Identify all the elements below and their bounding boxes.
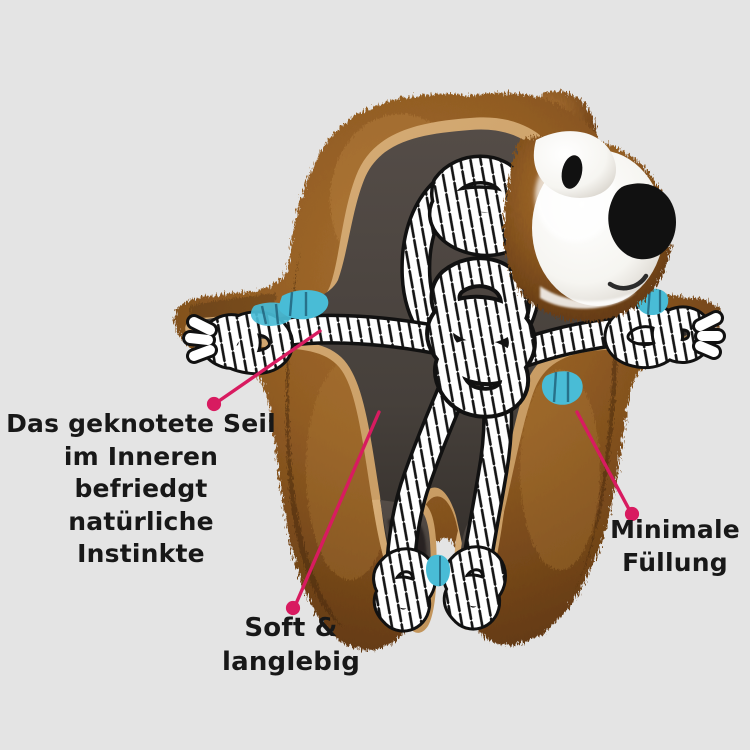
stuffing-left-leg: [426, 554, 450, 587]
callout-label-rope: Das geknotete Seil im Inneren befriedgt …: [6, 409, 276, 568]
nose: [608, 183, 676, 260]
rope-knot-left-arm: [182, 310, 294, 376]
stuffing-right-torso: [541, 371, 583, 405]
pointer-rope: [206, 329, 322, 412]
rope-knot-left-leg: [372, 547, 437, 633]
pointer-soft: [285, 410, 381, 616]
callout-label-filling: Minimale Füllung: [610, 515, 740, 577]
bear-head-group: [503, 131, 676, 322]
rope-knot-center: [425, 256, 537, 419]
callout-label-soft: Soft & langlebig: [221, 613, 361, 677]
rope-knot-right-arm: [603, 302, 726, 370]
mouth: [607, 273, 649, 291]
eye: [561, 155, 583, 189]
pointer-filling: [575, 410, 640, 522]
stuffing-left-arm: [250, 290, 329, 326]
rope-knot-right-leg: [442, 545, 507, 631]
callout-pointers-group: [206, 329, 640, 616]
